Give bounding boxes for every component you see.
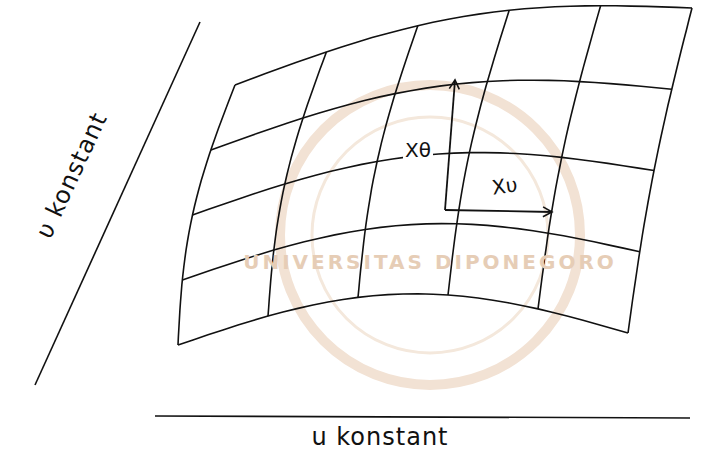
tangent-vector <box>445 210 552 212</box>
axis-label: u konstant <box>311 424 448 450</box>
grid-line <box>178 294 628 345</box>
axis-label: υ konstant <box>31 108 112 242</box>
grid-line <box>235 6 692 85</box>
surface-grid <box>178 6 692 345</box>
tangent-vector <box>445 80 455 210</box>
vector-label: Xθ <box>403 139 433 161</box>
grid-line <box>182 224 639 280</box>
grid-line <box>211 80 672 150</box>
watermark-seal <box>280 85 580 385</box>
watermark-seal-inner <box>312 117 548 353</box>
grid-line <box>178 85 235 345</box>
u-constant-line <box>155 416 690 418</box>
grid-line <box>628 8 692 333</box>
grid-line <box>193 153 655 215</box>
watermark: UNIVERSITAS DIPONEGORO <box>243 251 617 273</box>
vector-label: Xυ <box>489 173 521 199</box>
grid-line <box>268 52 326 316</box>
